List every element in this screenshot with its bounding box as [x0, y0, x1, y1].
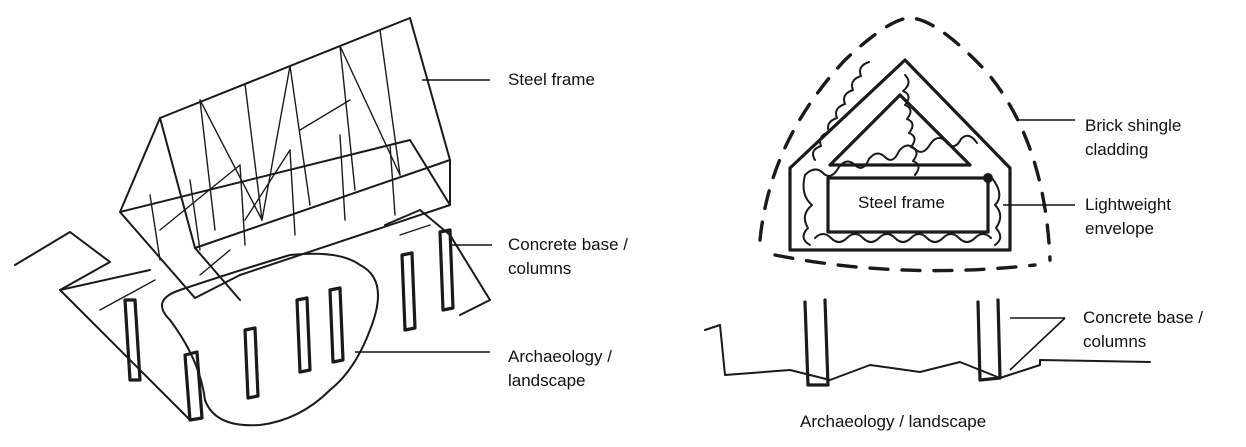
label-brick-shingle: Brick shingle — [1085, 116, 1182, 135]
label-lightweight: Lightweight — [1085, 195, 1172, 214]
label-steel-frame: Steel frame — [508, 70, 595, 89]
label-columns: columns — [508, 259, 572, 278]
left-axonometric-sketch — [14, 17, 492, 427]
label-landscape: landscape — [508, 371, 586, 390]
label-section-columns: columns — [1083, 332, 1147, 351]
label-archaeology: Archaeology / — [508, 347, 612, 366]
label-section-steel-frame: Steel frame — [858, 193, 945, 212]
label-section-archaeology: Archaeology / landscape — [800, 412, 987, 431]
label-section-concrete-base: Concrete base / — [1083, 308, 1204, 327]
label-cladding: cladding — [1085, 140, 1149, 159]
label-envelope: envelope — [1085, 219, 1155, 238]
label-concrete-base: Concrete base / — [508, 235, 629, 254]
